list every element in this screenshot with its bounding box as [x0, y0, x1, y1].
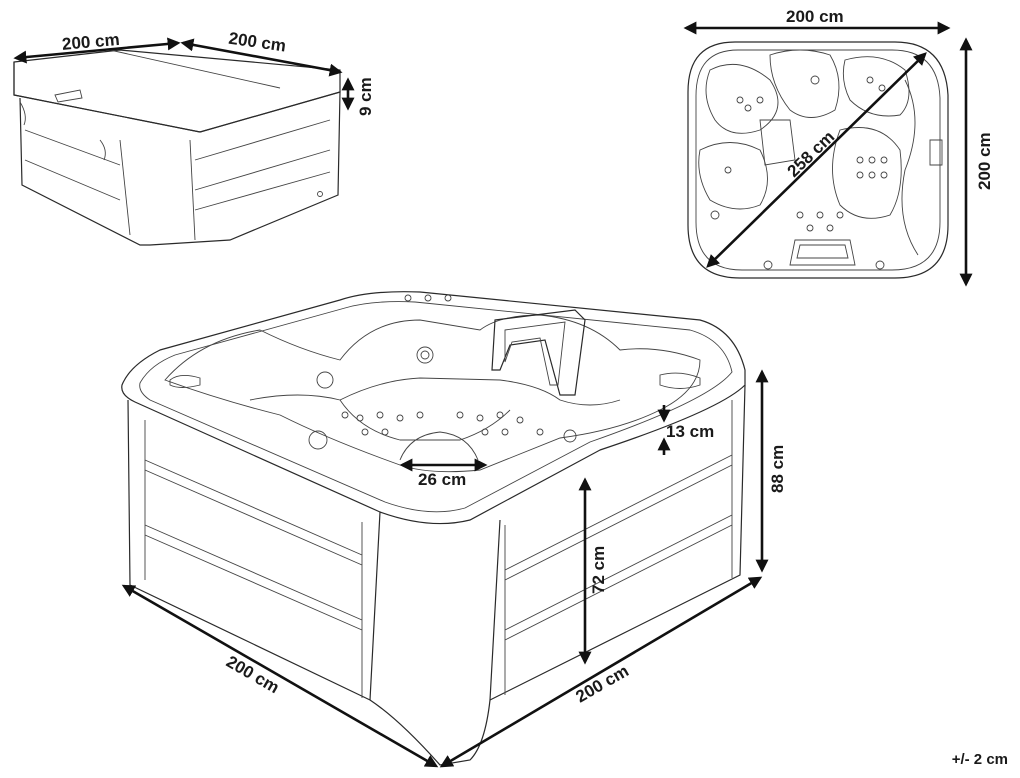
main-drawing [121, 291, 746, 766]
cover-view: 200 cm 200 cm 9 cm [13, 29, 375, 246]
top-depth-dimension: 200 cm [959, 37, 994, 287]
main-view: 13 cm 26 cm 88 cm 72 cm 200 cm 200 cm [121, 291, 787, 768]
cover-thickness-label: 9 cm [356, 77, 375, 116]
seat-width-label: 26 cm [418, 470, 466, 489]
cover-thickness-dimension: 9 cm [341, 77, 375, 116]
cover-depth-label: 200 cm [227, 29, 287, 56]
inner-depth-dimension: 72 cm [578, 477, 608, 665]
top-width-label: 200 cm [786, 7, 844, 26]
cover-width-label: 200 cm [61, 30, 120, 54]
side-width-dimension: 200 cm [439, 576, 763, 768]
top-width-dimension: 200 cm [683, 7, 951, 35]
tolerance-note: +/- 2 cm [951, 751, 1008, 768]
cover-depth-dimension: 200 cm [180, 29, 343, 77]
total-height-label: 88 cm [768, 445, 787, 493]
side-width-label: 200 cm [573, 661, 632, 706]
step-height-label: 13 cm [666, 422, 714, 441]
total-height-dimension: 88 cm [755, 369, 787, 573]
cover-drawing [13, 49, 341, 246]
front-width-dimension: 200 cm [121, 584, 439, 768]
cover-width-dimension: 200 cm [13, 30, 181, 64]
step-height-dimension: 13 cm [657, 405, 714, 455]
top-depth-label: 200 cm [975, 132, 994, 190]
top-view: 200 cm 200 cm 258 cm [683, 7, 994, 287]
seat-width-dimension: 26 cm [399, 458, 488, 489]
top-diagonal-dimension: 258 cm [706, 52, 927, 268]
inner-depth-label: 72 cm [589, 546, 608, 594]
